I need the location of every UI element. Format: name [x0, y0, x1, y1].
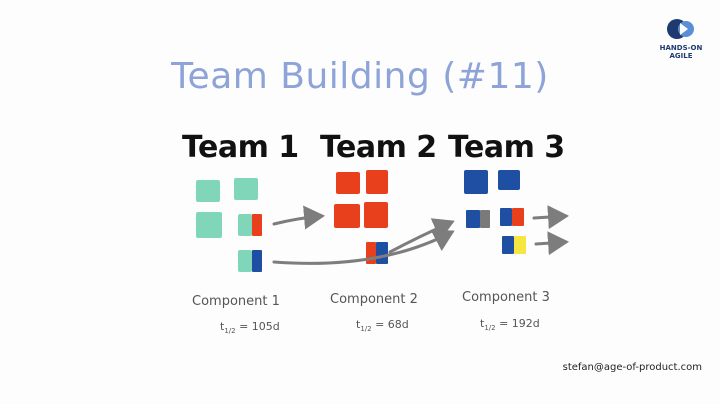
team-2-square-red	[334, 204, 360, 228]
arrow-team1-to-team2	[272, 205, 325, 230]
logo-icon	[667, 19, 694, 39]
team-2-square-blue	[376, 242, 388, 264]
team-3-square-yellow	[514, 236, 526, 254]
team-3-square-blue	[466, 210, 480, 228]
half-life-subscript: 1/2	[360, 325, 372, 333]
component-2-label: Component 2	[330, 292, 418, 307]
team-1-square-green	[238, 250, 252, 272]
team-2-square-red	[366, 170, 388, 194]
half-life-symbol: t	[356, 318, 361, 331]
logo-line1: HANDS-ON	[659, 44, 703, 52]
team-1-square-green	[234, 178, 258, 200]
team-3-square-blue	[464, 170, 488, 194]
team-3-square-gray	[480, 210, 490, 228]
author-email: stefan@age-of-product.com	[562, 362, 702, 373]
team-3-square-red	[512, 208, 524, 226]
team-1-square-blue	[252, 250, 262, 272]
transfer-arrows	[272, 205, 569, 265]
team-2-square-red	[364, 202, 388, 228]
arrow-team2-to-team3	[388, 218, 455, 254]
arrow-team3-out-upper	[532, 205, 569, 230]
half-life-subscript: 1/2	[224, 327, 236, 335]
half-life-subscript: 1/2	[484, 324, 496, 332]
arrow-team1-to-team3	[272, 229, 455, 265]
team-3-label: Team 3	[448, 130, 565, 165]
half-life-value: = 68d	[375, 318, 409, 331]
hands-on-agile-logo: HANDS-ON AGILE	[656, 18, 706, 60]
logo-line2: AGILE	[669, 52, 693, 60]
slide-title: Team Building (#11)	[171, 56, 549, 97]
team-1-square-green	[196, 212, 222, 238]
team-1-square-green	[196, 180, 220, 202]
component-1-label: Component 1	[192, 294, 280, 309]
team-1-squares	[196, 178, 262, 272]
half-life-symbol: t	[480, 317, 485, 330]
component-3-label: Component 3	[462, 290, 550, 305]
team-3-square-blue	[498, 170, 520, 190]
half-life-value: = 105d	[239, 320, 280, 333]
half-life-symbol: t	[220, 320, 225, 333]
half-life-value: = 192d	[499, 317, 540, 330]
team-1-half-life: t1/2 = 105d	[220, 320, 280, 335]
team-3-squares	[464, 170, 526, 254]
team-3-square-blue	[502, 236, 514, 254]
team-2-label: Team 2	[320, 130, 437, 165]
team-2-squares	[334, 170, 388, 264]
team-2-half-life: t1/2 = 68d	[356, 318, 409, 333]
team-1-label: Team 1	[182, 130, 299, 165]
team-2-square-red	[336, 172, 360, 194]
team-1-square-red	[252, 214, 262, 236]
team-3-half-life: t1/2 = 192d	[480, 317, 540, 332]
team-2-square-red	[366, 242, 376, 264]
team-1-square-green	[238, 214, 252, 236]
arrow-team3-out-lower	[534, 231, 569, 256]
team-3-square-blue	[500, 208, 512, 226]
